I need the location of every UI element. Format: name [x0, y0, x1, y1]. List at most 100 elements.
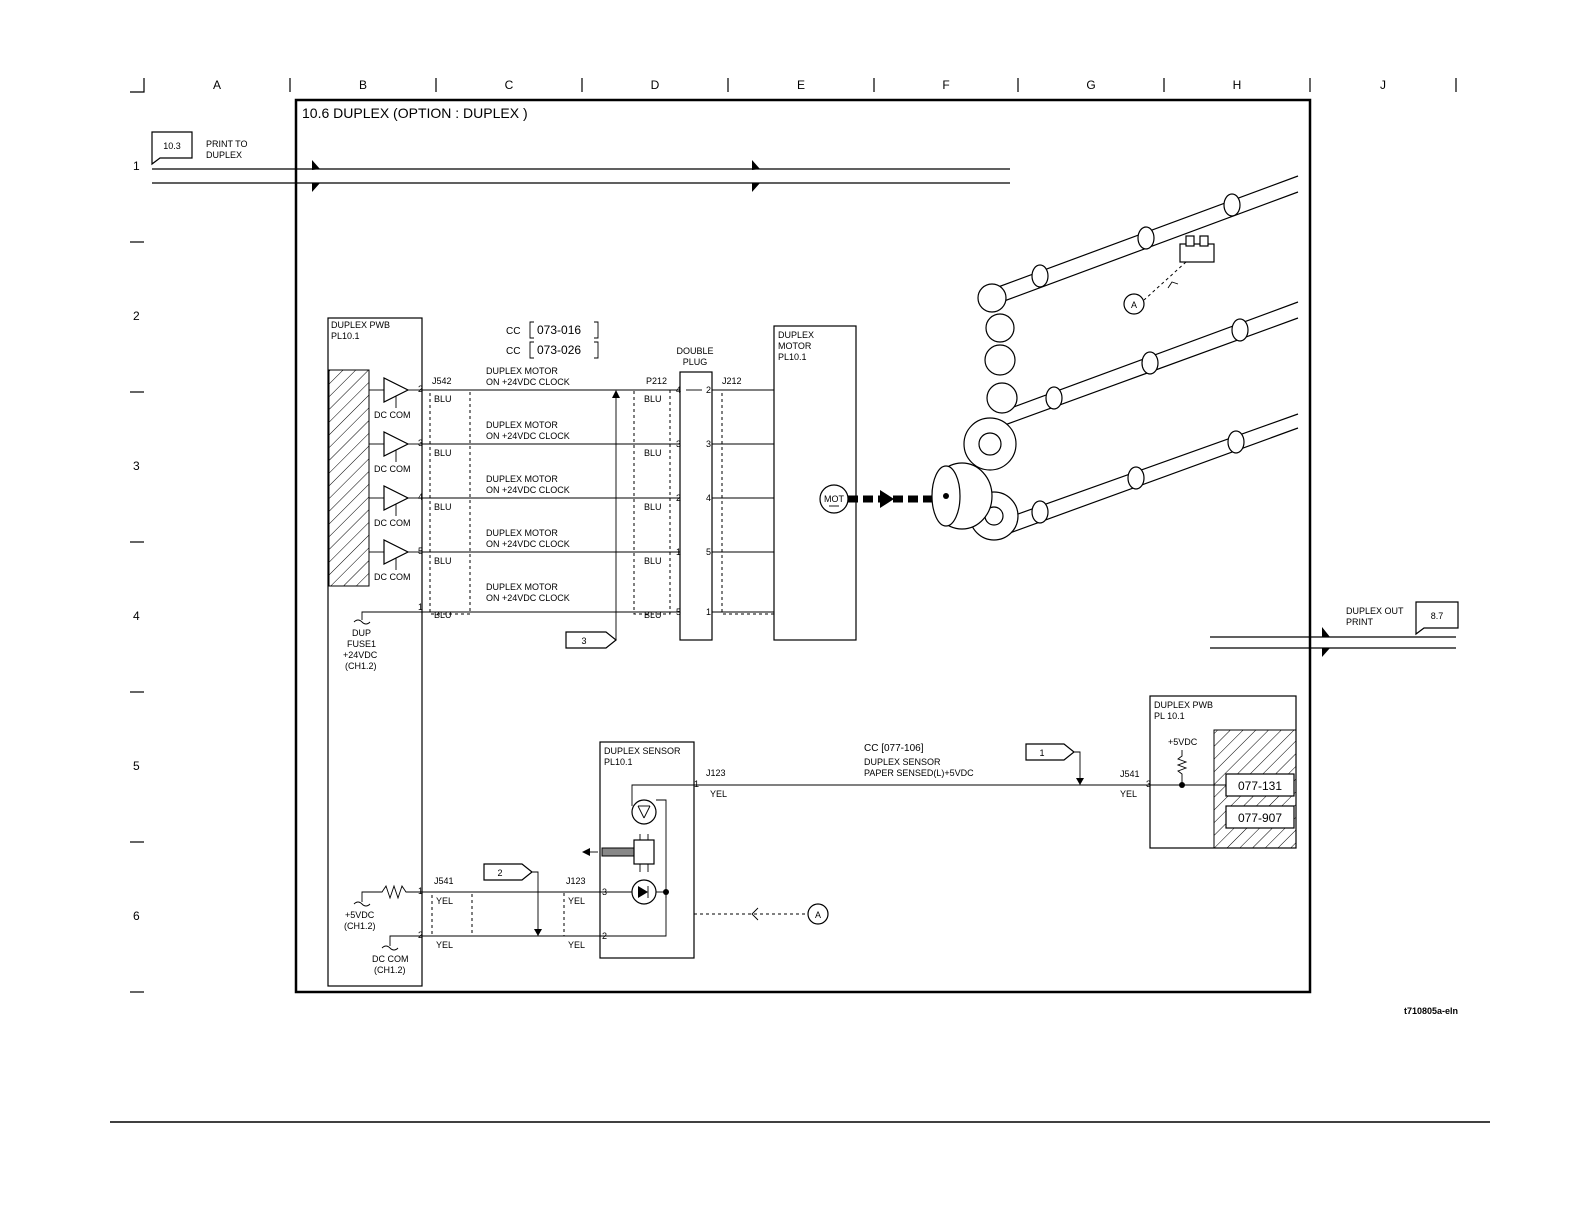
cc-code-2: 073-026	[537, 343, 581, 357]
pwb-left-hatch	[328, 369, 370, 587]
motor-line-1: DUPLEX	[778, 330, 814, 340]
j542-pin-5: 1	[418, 602, 423, 612]
cc-code-1: 073-016	[537, 323, 581, 337]
sensor-cc: CC [077-106]	[864, 743, 924, 754]
signal-1-line-1: DUPLEX MOTOR	[486, 366, 558, 376]
signal-1-line-2: ON +24VDC CLOCK	[486, 377, 570, 387]
column-label-c: C	[505, 78, 514, 92]
dc-com-1: DC COM	[374, 410, 411, 420]
j542-pin-4: 5	[418, 546, 423, 556]
blu-left-4: BLU	[434, 556, 452, 566]
callout-a-bottom	[807, 903, 829, 925]
motor-line-2: MOTOR	[778, 341, 812, 351]
yel-left-2: YEL	[436, 940, 453, 950]
diagram-frame	[294, 98, 1312, 994]
double-plug-line-1: DOUBLE	[676, 346, 713, 356]
dc-com-2: DC COM	[374, 464, 411, 474]
drive-shaft	[848, 490, 940, 508]
flag-1-label: 1	[1039, 748, 1044, 758]
signal-4-line-1: DUPLEX MOTOR	[486, 528, 558, 538]
motor-line-3: PL10.1	[778, 352, 807, 362]
flag-2-label: 2	[497, 868, 502, 878]
row-label-5: 5	[133, 759, 140, 773]
ref-out-label-1: DUPLEX OUT	[1346, 606, 1404, 616]
p212-pin-3: 2	[676, 493, 681, 503]
motor-signal-labels: DUPLEX MOTOR ON +24VDC CLOCK DUPLEX MOTO…	[486, 366, 570, 603]
j212-pin-5: 1	[706, 607, 711, 617]
dc-com-4: DC COM	[374, 572, 411, 582]
j123-top-pin: 1	[694, 779, 699, 789]
row-label-1: 1	[133, 159, 140, 173]
j541-right-label: J541	[1120, 769, 1140, 779]
blu-left-3: BLU	[434, 502, 452, 512]
blu-left-2: BLU	[434, 448, 452, 458]
dc-com-ch-line-2: (CH1.2)	[374, 965, 406, 975]
sensor-name: DUPLEX SENSOR	[604, 746, 681, 756]
duplex-sensor: DUPLEX SENSOR PL10.1 A	[582, 741, 829, 959]
j541-left-pin-2: 2	[418, 930, 423, 940]
blu-right-5: BLU	[644, 610, 662, 620]
pwb-left-name: DUPLEX PWB	[331, 320, 390, 330]
p212-pin-5: 5	[676, 607, 681, 617]
j212-pin-3: 4	[706, 493, 711, 503]
fuse-line-3: +24VDC	[343, 650, 378, 660]
duplex-motor: DUPLEX MOTOR PL10.1 MOT	[773, 325, 857, 641]
yel-mid-1: YEL	[568, 896, 585, 906]
dc-com-ch-line-1: DC COM	[372, 954, 409, 964]
j212-pin-4: 5	[706, 547, 711, 557]
j541-left-pin-1: 1	[418, 886, 423, 896]
j541-left-label: J541	[434, 876, 454, 886]
p212-label: P212	[646, 376, 667, 386]
sensor-signal-line-1: DUPLEX SENSOR	[864, 757, 941, 767]
pwb-right-name: DUPLEX PWB	[1154, 700, 1213, 710]
cc-motor-labels: CC 073-016 CC 073-026	[506, 321, 599, 359]
sensor-signal-line-2: PAPER SENSED(L)+5VDC	[864, 768, 974, 778]
j212-pin-1: 2	[706, 385, 711, 395]
motor-drivers: DC COM DC COM DC COM DC COM	[369, 377, 422, 582]
callout-a-top-label: A	[1131, 300, 1137, 310]
dc-com-3: DC COM	[374, 518, 411, 528]
yel-right: YEL	[1120, 789, 1137, 799]
sensor-part: PL10.1	[604, 757, 633, 767]
pwb-left-part: PL10.1	[331, 331, 360, 341]
j542-pin-3: 4	[418, 492, 423, 502]
row-header: 1 2 3 4 5 6	[130, 159, 144, 993]
paper-path-out	[1210, 627, 1456, 657]
blu-right-2: BLU	[644, 448, 662, 458]
column-header: A B C D E F G H J	[130, 78, 1457, 93]
callout-a-bottom-label: A	[815, 910, 821, 920]
blu-right-1: BLU	[644, 394, 662, 404]
j123-top-label: J123	[706, 768, 726, 778]
power-5v-line-2: (CH1.2)	[344, 921, 376, 931]
figure-id: t710805a-eln	[1404, 1006, 1458, 1016]
duplex-roller-mechanism: A	[931, 175, 1299, 541]
yel-top: YEL	[710, 789, 727, 799]
j212-label: J212	[722, 376, 742, 386]
fuse-line-4: (CH1.2)	[345, 661, 377, 671]
row-label-2: 2	[133, 309, 140, 323]
duplex-out-print-ref: DUPLEX OUT PRINT 8.7	[1346, 601, 1459, 636]
blu-right-3: BLU	[644, 502, 662, 512]
row-label-4: 4	[133, 609, 140, 623]
ref-out-number: 8.7	[1431, 611, 1444, 621]
sensor-signal-wire: CC [077-106] DUPLEX SENSOR PAPER SENSED(…	[694, 743, 1151, 799]
paper-path-in	[152, 160, 1010, 192]
fuse-line-1: DUP	[352, 628, 371, 638]
signal-5-line-2: ON +24VDC CLOCK	[486, 593, 570, 603]
signal-3-line-2: ON +24VDC CLOCK	[486, 485, 570, 495]
print-to-duplex-ref: 10.3 PRINT TO DUPLEX	[151, 131, 248, 166]
sensor-harness: J541 J123 YEL YEL YEL YEL 1 2 3 2 2 +5VD…	[344, 863, 612, 975]
blu-left-1: BLU	[434, 394, 452, 404]
column-label-g: G	[1086, 78, 1095, 92]
signal-2-line-2: ON +24VDC CLOCK	[486, 431, 570, 441]
j542-pin-2: 3	[418, 438, 423, 448]
double-plug	[679, 371, 713, 641]
signal-4-line-2: ON +24VDC CLOCK	[486, 539, 570, 549]
dup-fuse: DUP FUSE1 +24VDC (CH1.2)	[343, 611, 422, 671]
motor-symbol-label: MOT	[824, 494, 844, 504]
blu-left-5: BLU	[434, 610, 452, 620]
j542-pin-1: 2	[418, 384, 423, 394]
column-label-d: D	[651, 78, 660, 92]
j123-left-label: J123	[566, 876, 586, 886]
